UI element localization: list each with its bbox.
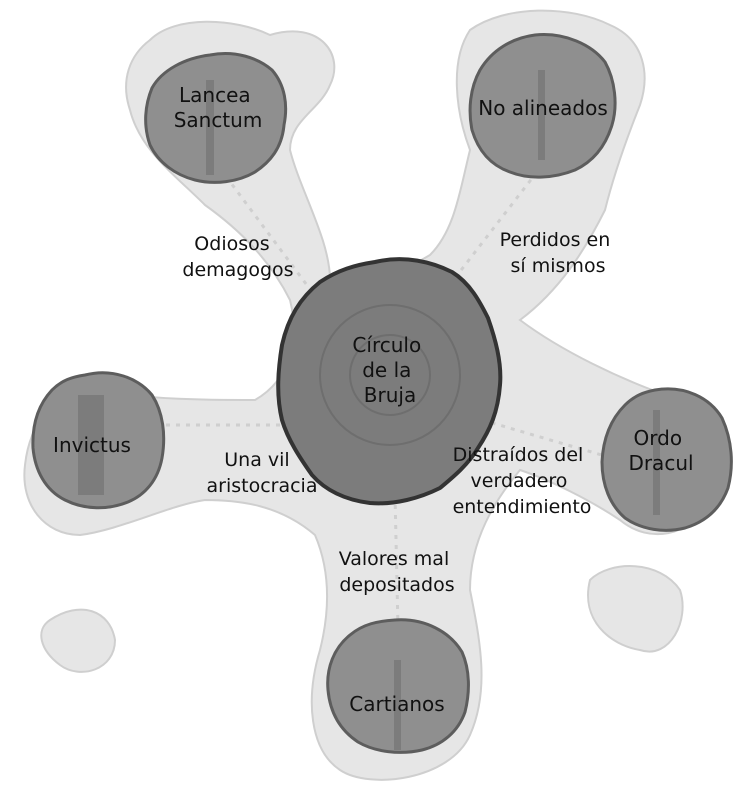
node-label-invictus: Invictus [53, 433, 131, 457]
node-label-lancea-sanctum: Lancea Sanctum [174, 83, 263, 132]
conn-label-line-1: Odiosos [194, 233, 269, 255]
node-label-line-1: Lancea [179, 83, 251, 107]
center-label-line-3: Bruja [364, 383, 416, 407]
conn-label-line-2: demagogos [182, 259, 293, 281]
node-lancea-sanctum: Lancea Sanctum [146, 53, 286, 182]
node-no-alineados: No alineados [470, 35, 615, 178]
conn-label-line-2: depositados [339, 574, 454, 596]
node-invictus: Invictus [33, 373, 164, 508]
node-label-line-2: Sanctum [174, 108, 263, 132]
node-cartianos: Cartianos [328, 620, 469, 753]
conn-label-distraidos-del-verdadero-entendimiento: Distraídos del verdadero entendimiento [453, 444, 592, 518]
conn-label-line-2: verdadero [471, 470, 568, 492]
node-ordo-dracul: Ordo Dracul [602, 389, 731, 530]
node-label-cartianos: Cartianos [349, 692, 444, 716]
node-label-line-2: Dracul [628, 451, 693, 475]
conn-label-line-2: sí mismos [511, 255, 606, 277]
conn-label-line-1: Valores mal [339, 548, 450, 570]
node-label-ordo-dracul: Ordo Dracul [628, 426, 693, 475]
conn-label-line-1: Una vil [224, 449, 289, 471]
node-label-line-1: Ordo [634, 426, 683, 450]
node-label-line-1: No alineados [478, 96, 608, 120]
conn-label-line-2: aristocracia [207, 475, 318, 497]
node-label-no-alineados: No alineados [478, 96, 608, 120]
center-label-line-1: Círculo [352, 333, 421, 357]
center-label-line-2: de la [362, 358, 411, 382]
node-label-line-1: Invictus [53, 433, 131, 457]
conn-label-line-1: Perdidos en [500, 229, 611, 251]
node-label-line-1: Cartianos [349, 692, 444, 716]
conn-label-line-1: Distraídos del [453, 444, 584, 466]
conn-label-line-3: entendimiento [453, 496, 592, 518]
